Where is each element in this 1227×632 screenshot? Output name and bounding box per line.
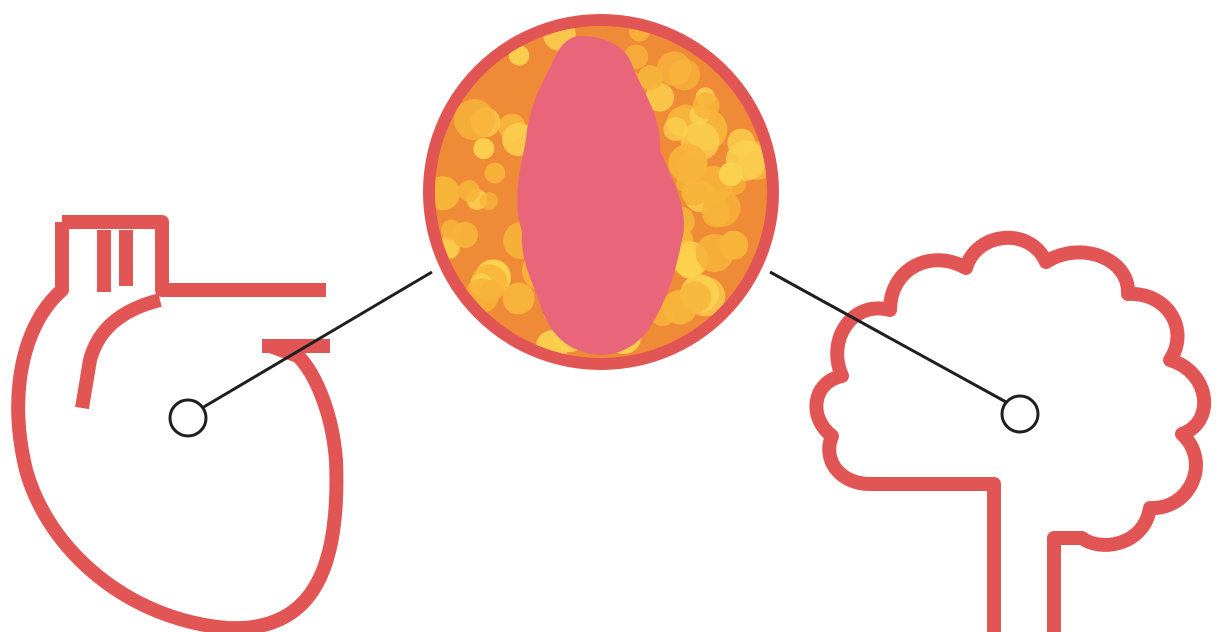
heart-connector-marker [170,400,206,436]
plaque-nodule [676,174,695,193]
plaque-nodule [702,199,731,228]
plaque-nodule [454,99,495,140]
brain-outline-icon [816,238,1204,632]
plaque-nodule [441,220,462,241]
plaque-nodule [696,234,734,272]
plaque-nodule [657,51,691,85]
plaque-nodule [503,283,535,315]
plaque-nodule [663,117,687,141]
brain-outline [816,238,1204,632]
plaque-nodule [480,192,498,210]
plaque-nodule [480,280,502,302]
plaque-nodule [719,162,743,186]
plaque-nodule [693,92,720,119]
artery-cross-section-icon [426,18,777,364]
heart-coronary-line [82,300,160,408]
plaque-nodule [485,163,506,184]
plaque-nodule [458,180,480,202]
brain-connector-marker [1002,396,1038,432]
plaque-nodule [473,138,494,159]
plaque-nodule [679,281,711,313]
